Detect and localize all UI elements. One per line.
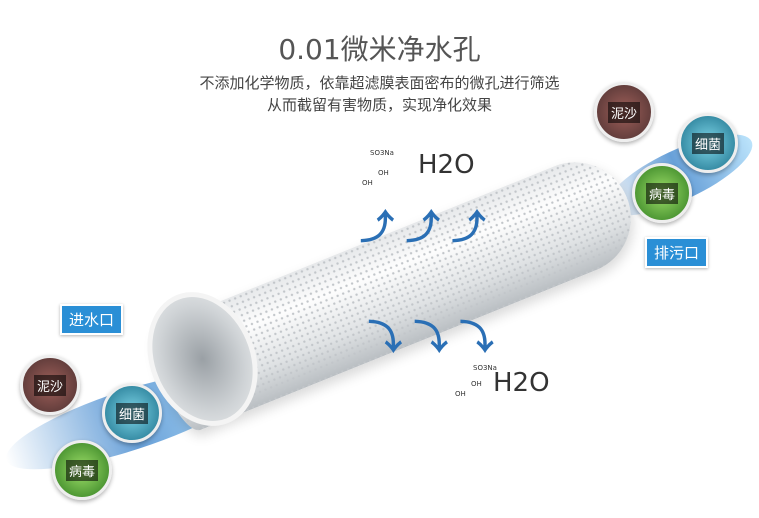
inlet-label: 进水口	[60, 304, 124, 335]
chem-group: OH	[455, 390, 466, 398]
chem-group: SO3Na	[473, 364, 497, 372]
arrow-in-icon: ⤵ ⤵ ⤵	[368, 318, 494, 358]
badge-label: 病毒	[645, 182, 678, 204]
chem-group: OH	[471, 380, 482, 388]
badge-label: 泥沙	[607, 101, 640, 123]
chem-group: OH	[378, 169, 389, 177]
badge-label: 泥沙	[33, 374, 66, 396]
bacteria-badge-right: 细菌	[678, 113, 738, 173]
sediment-badge-right: 泥沙	[594, 82, 654, 142]
sediment-badge-left: 泥沙	[20, 355, 80, 415]
h2o-label: H2O	[493, 368, 550, 398]
subtitle-line-1: 不添加化学物质，依靠超滤膜表面密布的微孔进行筛选	[199, 74, 560, 92]
bacteria-badge-left: 细菌	[102, 383, 162, 443]
arrow-out-icon: ⤴ ⤴ ⤴	[360, 208, 486, 248]
page-title: 0.01微米净水孔	[278, 33, 481, 66]
badge-label: 细菌	[115, 402, 148, 424]
badge-label: 病毒	[65, 459, 98, 481]
outlet-label: 排污口	[645, 237, 709, 268]
subtitle-line-2: 从而截留有害物质，实现净化效果	[266, 96, 492, 114]
h2o-label: H2O	[418, 150, 475, 180]
virus-badge-right: 病毒	[632, 163, 692, 223]
badge-label: 细菌	[691, 132, 724, 154]
virus-badge-left: 病毒	[52, 440, 112, 500]
chem-group: SO3Na	[370, 149, 394, 157]
chem-group: OH	[362, 179, 373, 187]
